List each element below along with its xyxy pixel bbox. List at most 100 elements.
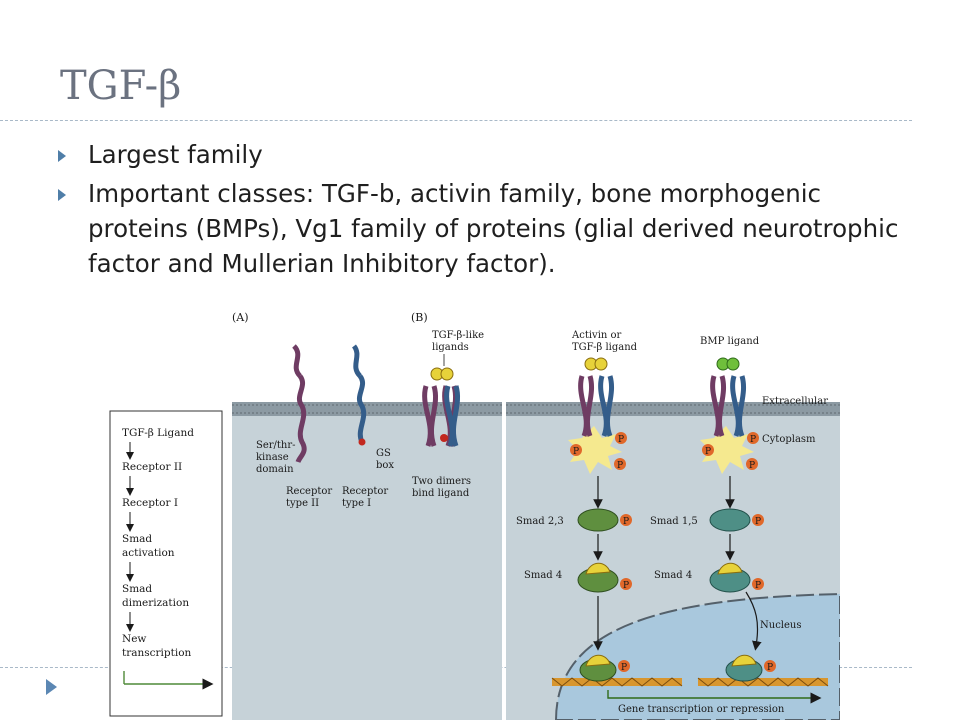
transcription-arrow [607, 690, 822, 704]
phosphate-icon [570, 444, 582, 456]
activin-label-1: Activin or [571, 330, 622, 341]
phosphate-label: P [767, 663, 773, 673]
receptor-ii-label-1: Receptor [286, 486, 332, 497]
smad23-label: Smad 2,3 [516, 516, 564, 527]
receptor-type-i [351, 344, 367, 444]
kinase-label-2: kinase [256, 452, 289, 463]
bullet-arrow-icon [58, 189, 66, 201]
flow-step-smad-2: Smad [122, 583, 152, 595]
phosphate-label: P [749, 461, 755, 471]
receptor-dimer-a [422, 385, 458, 447]
bullet-list: Largest family Important classes: TGF-b,… [54, 137, 914, 285]
gs-label-1: GS [376, 448, 391, 459]
flow-step-ligand: TGF-β Ligand [122, 427, 194, 439]
bullet-item: Important classes: TGF-b, activin family… [54, 176, 914, 281]
cascade-arrow [745, 591, 762, 651]
receptor-ii-label-2: type II [286, 498, 319, 509]
flow-step-smad: Smad [122, 533, 152, 545]
gs-box-marker [358, 438, 366, 446]
dna-strand-right: P [697, 654, 829, 687]
bmp-receptor-complex [700, 357, 754, 474]
activation-burst [568, 426, 622, 474]
kinase-label-1: Ser/thr- [256, 440, 296, 451]
smad4-label-left: Smad 4 [524, 570, 562, 581]
phosphate-icon [620, 578, 632, 590]
smad4-protein [585, 562, 611, 575]
flow-step-activation: activation [122, 547, 175, 559]
panel-a-cell [232, 402, 502, 720]
flow-step-receptor-i: Receptor I [122, 497, 178, 509]
gene-transcription-label: Gene transcription or repression [618, 704, 785, 715]
phosphate-label: P [573, 447, 579, 457]
receptor-blue [730, 375, 746, 437]
kinase-label-3: domain [256, 464, 294, 475]
smad4-protein [585, 654, 611, 667]
receptor-purple [578, 375, 594, 437]
two-dimers-label-1: Two dimers [412, 476, 471, 487]
phosphate-label: P [755, 517, 761, 527]
ligand-a [440, 367, 454, 381]
smad15-label: Smad 1,5 [650, 516, 698, 527]
phosphate-badges: P P P P P P [570, 432, 759, 471]
smad23-protein [577, 508, 619, 532]
flow-box: TGF-β Ligand Receptor II Receptor I Smad… [109, 410, 223, 717]
panel-a-label: (A) [232, 311, 249, 324]
bullet-text: Important classes: TGF-b, activin family… [88, 179, 899, 278]
flow-step-transcription: transcription [122, 647, 192, 659]
phosphate-label: P [623, 581, 629, 591]
dna-strand-left: P [551, 654, 683, 687]
footer-arrow-icon [46, 679, 57, 695]
panel-b-label: (B) [411, 311, 428, 324]
bullet-item: Largest family [54, 137, 914, 172]
receptor-i-label-1: Receptor [342, 486, 388, 497]
phosphate-icon [764, 660, 776, 672]
nucleus-label: Nucleus [760, 620, 801, 631]
phosphate-icon [620, 514, 632, 526]
phosphate-label: P [755, 581, 761, 591]
activin-receptor-complex [568, 357, 622, 474]
phosphate-icon [746, 458, 758, 470]
smad4-label-right: Smad 4 [654, 570, 692, 581]
bullet-arrow-icon [58, 150, 66, 162]
smad4-protein [731, 654, 757, 667]
flow-step-new: New [122, 633, 146, 645]
receptor-type-ii [292, 344, 307, 464]
tgf-like-label-2: ligands [432, 342, 469, 353]
phosphate-label: P [623, 517, 629, 527]
phosphate-label: P [618, 435, 624, 445]
two-dimers-label-2: bind ligand [412, 488, 470, 499]
receptor-i-label-2: type I [342, 498, 371, 509]
flow-step-dimerization: dimerization [122, 597, 189, 609]
extracellular-label: Extracellular [762, 396, 828, 407]
phosphate-icon [747, 432, 759, 444]
tgf-like-label: TGF-β-like [432, 330, 484, 341]
receptor-blue [598, 375, 614, 437]
dna-helix [551, 677, 683, 687]
flow-step-receptor-ii: Receptor II [122, 461, 182, 473]
smad4-protein [717, 562, 743, 575]
receptor-purple [710, 375, 726, 437]
phosphate-icon [615, 432, 627, 444]
receptor-dimer-a-blue [444, 385, 460, 447]
phosphate-icon [752, 514, 764, 526]
cytoplasm-label: Cytoplasm [762, 434, 816, 445]
flow-box-frame [109, 410, 223, 717]
phospho-site [440, 434, 448, 442]
dna-helix [697, 677, 829, 687]
slide-title: TGF-β [60, 63, 182, 109]
phosphate-label: P [621, 663, 627, 673]
panel-a-membrane [232, 402, 502, 416]
smad15-protein [709, 508, 751, 532]
phosphate-icon [702, 444, 714, 456]
title-divider [0, 120, 912, 121]
phosphate-label: P [705, 447, 711, 457]
tgf-beta-signaling-figure: (A) (B) TGF-β Ligand Receptor II Recepto… [109, 311, 840, 720]
phosphate-icon [752, 578, 764, 590]
bmp-label: BMP ligand [700, 336, 760, 347]
bmp-ligand [726, 357, 740, 371]
phosphate-icon [614, 458, 626, 470]
gs-label-2: box [376, 460, 394, 471]
activation-burst [700, 426, 754, 474]
activin-ligand [594, 357, 608, 371]
phosphate-icon [618, 660, 630, 672]
